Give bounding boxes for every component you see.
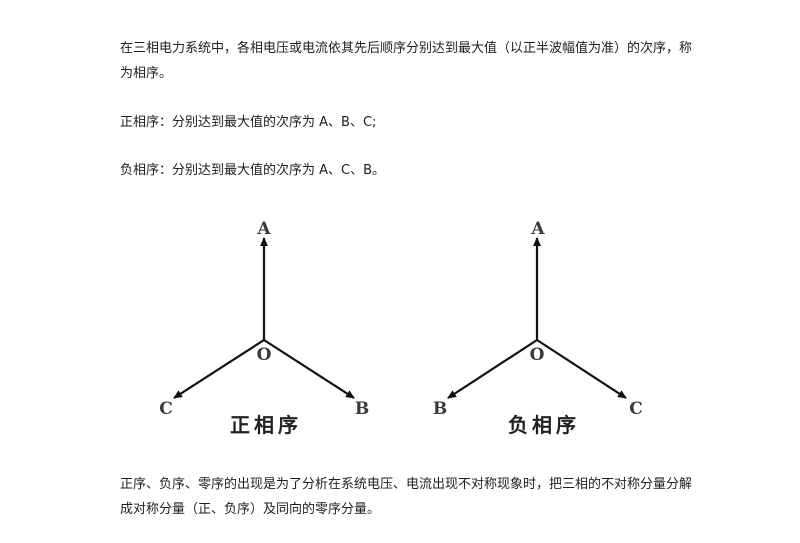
negative-sequence-definition: 负相序：分别达到最大值的次序为 A、C、B。 (120, 163, 386, 178)
intro-paragraph: 在三相电力系统中，各相电压或电流依其先后顺序分别达到最大值（以正半波幅值为准）的… (120, 41, 693, 81)
vector-c-arrow (173, 339, 265, 399)
conclusion-paragraph: 正序、负序、零序的出现是为了分析在系统电压、电流出现不对称现象时，把三相的不对称… (120, 477, 693, 517)
label-origin: O (530, 345, 545, 365)
label-b: B (433, 399, 447, 419)
positive-sequence-caption: 正相序 (230, 413, 302, 437)
negative-sequence-caption: 负相序 (508, 413, 580, 437)
label-c: C (159, 399, 173, 419)
vector-b-arrow (447, 339, 538, 399)
label-b: B (355, 399, 369, 419)
vector-c-arrow (536, 339, 627, 399)
label-a: A (256, 219, 271, 239)
label-origin: O (257, 345, 272, 365)
positive-sequence-diagram: A O C B 正相序 (159, 219, 369, 437)
label-a: A (530, 219, 545, 239)
negative-sequence-diagram: A O B C 负相序 (433, 219, 643, 437)
vector-b-arrow (263, 339, 355, 399)
positive-sequence-definition: 正相序：分别达到最大值的次序为 A、B、C; (120, 115, 377, 130)
label-c: C (629, 399, 643, 419)
